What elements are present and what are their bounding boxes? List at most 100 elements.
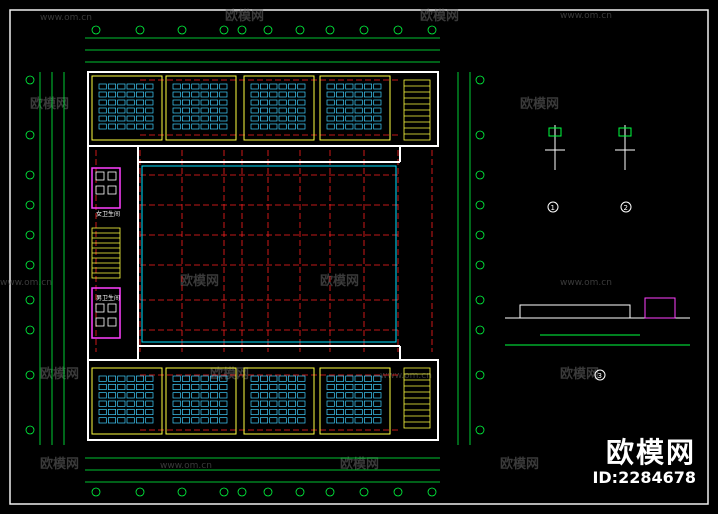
desk (297, 99, 306, 106)
desk (145, 115, 154, 122)
desk (172, 99, 181, 106)
desk (297, 392, 306, 399)
desk (335, 83, 345, 90)
desk (181, 400, 191, 407)
desk (181, 408, 191, 416)
desk (209, 392, 219, 399)
axis-bubble-bottom (177, 487, 187, 497)
desk (250, 115, 259, 122)
axis-bubble-bottom (219, 487, 229, 497)
desk (363, 408, 373, 416)
desk (191, 107, 200, 114)
desk (269, 99, 278, 106)
desk (250, 91, 259, 98)
desk (219, 400, 228, 407)
desk (200, 99, 209, 106)
desk (326, 375, 335, 382)
desk (363, 392, 373, 399)
watermark-text: 欧模网 (180, 273, 219, 289)
desk (145, 123, 154, 130)
desk (326, 107, 335, 114)
desk (126, 123, 135, 130)
desk (135, 408, 145, 416)
desk (259, 417, 269, 424)
desk (373, 392, 382, 399)
desk (209, 91, 219, 98)
desk (345, 99, 354, 106)
desk (200, 115, 209, 122)
desk (126, 115, 135, 122)
desk (135, 91, 145, 98)
desk (135, 400, 145, 407)
axis-bubble-bottom (135, 487, 145, 497)
desk (107, 91, 117, 98)
desk (117, 400, 126, 407)
watermark-text: 欧模网 (40, 366, 79, 382)
desk (297, 400, 306, 407)
desk (363, 400, 373, 407)
desk (259, 392, 269, 399)
desk (335, 115, 345, 122)
desk (250, 375, 259, 382)
desk (287, 99, 297, 106)
desk (107, 392, 117, 399)
desk (135, 383, 145, 391)
desk (117, 91, 126, 98)
desk (181, 123, 191, 130)
desk (219, 123, 228, 130)
axis-bubble-bottom (237, 487, 247, 497)
desk (107, 83, 117, 90)
desk (335, 99, 345, 106)
desk (98, 99, 107, 106)
desk (278, 400, 287, 407)
desk (269, 400, 278, 407)
desk (287, 375, 297, 382)
desk (269, 417, 278, 424)
desk (354, 392, 363, 399)
desk (219, 115, 228, 122)
desk (181, 383, 191, 391)
desk (145, 417, 154, 424)
desk (287, 123, 297, 130)
desk (98, 392, 107, 399)
desk (200, 417, 209, 424)
desk (107, 417, 117, 424)
desk (126, 91, 135, 98)
desk (172, 91, 181, 98)
desk (181, 115, 191, 122)
detail-section-2 (505, 297, 690, 346)
desk (287, 83, 297, 90)
desk (278, 392, 287, 399)
desk (191, 91, 200, 98)
axis-bubble-bottom (359, 487, 369, 497)
desk (326, 417, 335, 424)
desk (278, 83, 287, 90)
grid-axes (25, 25, 485, 497)
axis-bubble-top (135, 25, 145, 35)
desk (191, 392, 200, 399)
desk (363, 383, 373, 391)
desk (250, 383, 259, 391)
desk (126, 83, 135, 90)
desk (107, 115, 117, 122)
brand-logo: 欧模网 (605, 436, 696, 469)
axis-bubble-left (25, 200, 35, 210)
desk (181, 375, 191, 382)
desk (297, 91, 306, 98)
classroom (91, 75, 163, 141)
desk (191, 408, 200, 416)
desk (259, 91, 269, 98)
desk (200, 123, 209, 130)
desk (107, 375, 117, 382)
desk (287, 107, 297, 114)
desk (363, 115, 373, 122)
desk (269, 375, 278, 382)
detail-marker-3 (594, 369, 606, 381)
desk (219, 91, 228, 98)
desk (354, 417, 363, 424)
desk (172, 400, 181, 407)
desk (278, 417, 287, 424)
building-walls (87, 71, 439, 441)
desk (126, 408, 135, 416)
room-label-female-toilet: 女卫生间 (96, 210, 120, 218)
